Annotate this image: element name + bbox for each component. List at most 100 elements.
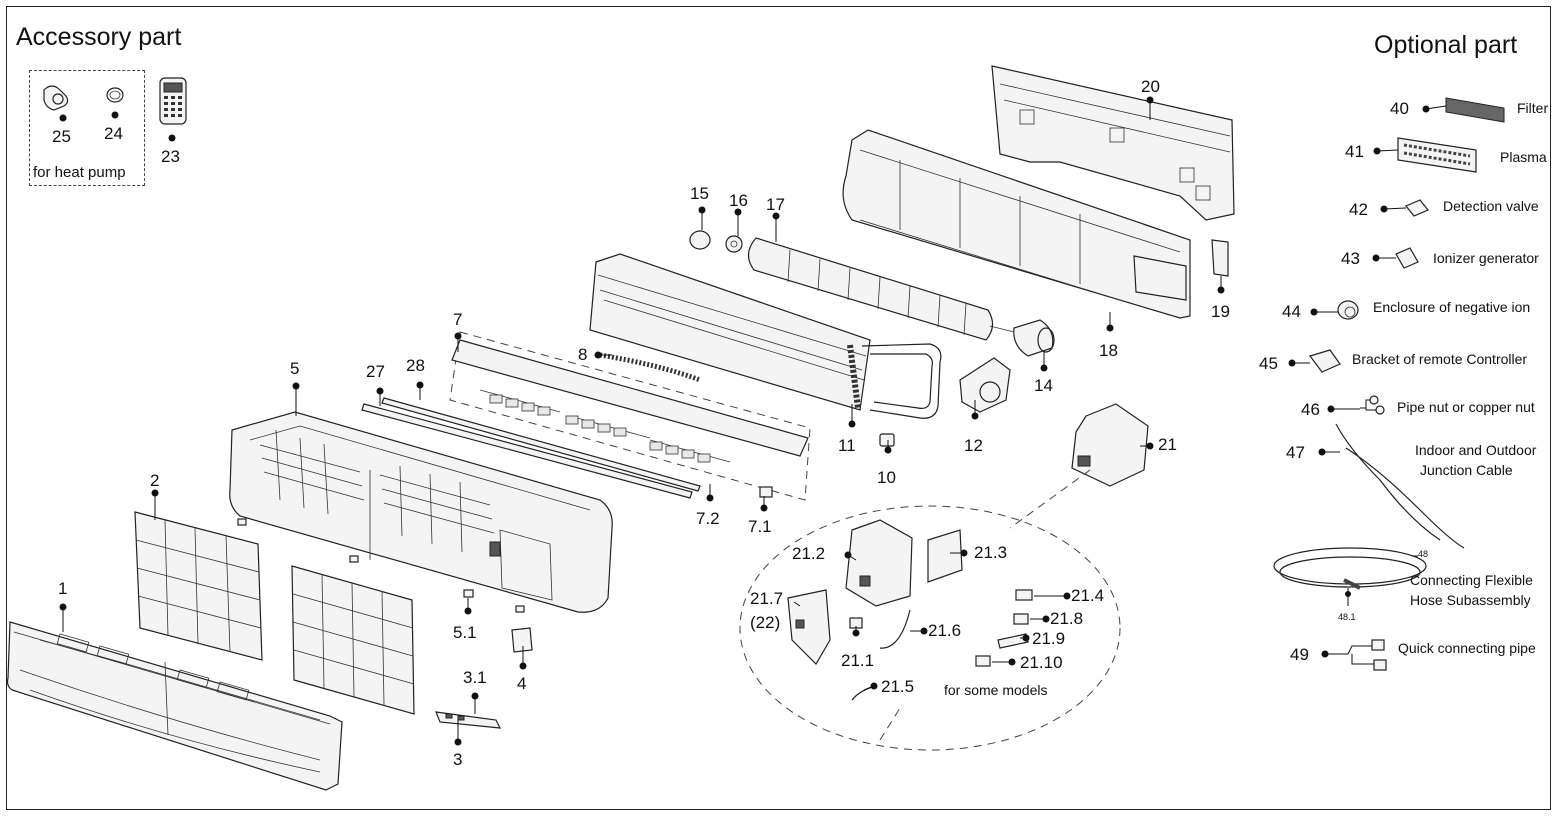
diagram-frame	[6, 6, 1551, 810]
label-part-21-1: 21.1	[841, 651, 875, 670]
label-part-21-2: 21.2	[792, 544, 826, 563]
part-12-motor-bracket	[959, 357, 1011, 413]
label-part-1: 1	[58, 579, 68, 598]
label-part-21-7: 21.7	[750, 589, 784, 608]
part-21-7-pcb	[787, 589, 831, 665]
part-18-chassis	[842, 129, 1191, 319]
for-heat-pump-note: for heat pump	[33, 164, 126, 181]
label-part-23: 23	[161, 147, 180, 166]
part-47-cable-icon	[1335, 423, 1465, 549]
label-part-19: 19	[1211, 302, 1230, 321]
for-some-models-note: for some models	[944, 682, 1048, 698]
label-part-12: 12	[964, 436, 983, 455]
label-enclosure-negative-ion: Enclosure of negative ion	[1373, 299, 1531, 315]
label-part-25: 25	[52, 127, 71, 146]
part-14-fan-motor	[1013, 319, 1055, 357]
label-part-20: 20	[1141, 77, 1160, 96]
label-part-49: 49	[1290, 645, 1309, 664]
electric-box-detail-group	[739, 469, 1121, 751]
label-part-48: 48	[1418, 549, 1429, 559]
accessory-part-heading: Accessory part	[16, 23, 182, 51]
part-21-2-box	[845, 519, 913, 607]
label-part-41: 41	[1345, 142, 1364, 161]
label-filter: Filter	[1517, 100, 1549, 116]
part-46-pipe-nut-icon	[1360, 395, 1385, 415]
label-part-7-2: 7.2	[696, 509, 720, 528]
label-part-18: 18	[1099, 341, 1118, 360]
part-23-remote-controller	[159, 77, 187, 125]
callout-leaders	[59, 96, 1447, 746]
part-7-louver-assembly	[449, 331, 811, 501]
part-44-ion-enclosure-icon	[1337, 300, 1359, 320]
label-hose-line2: Hose Subassembly	[1410, 592, 1531, 608]
label-hose-line1: Connecting Flexible	[1410, 572, 1533, 588]
part-28-strip	[381, 397, 701, 492]
label-part-40: 40	[1390, 99, 1409, 118]
label-part-2: 2	[150, 471, 160, 490]
label-quick-connecting-pipe: Quick connecting pipe	[1398, 640, 1536, 656]
part-5-1-clip	[237, 518, 525, 613]
label-ionizer-generator: Ionizer generator	[1433, 250, 1539, 266]
label-part-5-1: 5.1	[453, 623, 477, 642]
part-15-bearing-holder	[689, 230, 711, 250]
label-part-21: 21	[1158, 435, 1177, 454]
part-16-bearing	[725, 235, 743, 253]
label-bracket-remote-controller: Bracket of remote Controller	[1352, 351, 1528, 367]
optional-part-heading: Optional part	[1374, 31, 1518, 59]
part-45-bracket-icon	[1309, 349, 1341, 373]
label-part-47: 47	[1286, 443, 1305, 462]
part-17-cross-flow-fan	[747, 237, 1015, 341]
optional-part-drawings	[1273, 97, 1505, 671]
part-21-electric-box	[1071, 403, 1149, 487]
accessory-box	[29, 70, 145, 186]
part-21-8-relay	[1013, 613, 1029, 625]
label-part-28: 28	[406, 356, 425, 375]
label-part-24: 24	[104, 124, 123, 143]
part-5-front-case	[229, 411, 613, 613]
part-49-quick-pipe-icon	[1371, 639, 1387, 671]
part-27-strip	[361, 403, 693, 499]
part-21-10-connector	[975, 655, 991, 667]
label-part-48-1: 48.1	[1338, 612, 1356, 622]
label-part-21-3: 21.3	[974, 543, 1008, 562]
part-11-evaporator	[589, 253, 942, 419]
label-part-17: 17	[766, 195, 785, 214]
label-part-42: 42	[1349, 200, 1368, 219]
label-part-3: 3	[453, 750, 463, 769]
label-part-27: 27	[366, 362, 385, 381]
label-junction-cable-line1: Indoor and Outdoor	[1415, 442, 1537, 458]
label-part-10: 10	[877, 468, 896, 487]
label-pipe-nut: Pipe nut or copper nut	[1397, 399, 1535, 415]
part-1-front-panel	[6, 621, 343, 791]
label-part-14: 14	[1034, 376, 1053, 395]
label-plasma: Plasma	[1500, 149, 1547, 165]
part-19-electric-box-clip	[1211, 239, 1229, 277]
label-part-5: 5	[290, 359, 300, 378]
label-part-21-5: 21.5	[881, 677, 915, 696]
label-part-11: 11	[838, 436, 856, 455]
part-21-3-cover	[927, 529, 963, 583]
part-20-mounting-plate	[991, 65, 1235, 221]
label-part-4: 4	[517, 674, 527, 693]
label-part-43: 43	[1341, 249, 1360, 268]
label-detection-valve: Detection valve	[1443, 198, 1539, 214]
label-part-15: 15	[690, 184, 709, 203]
part-8-drain-hose	[599, 352, 701, 383]
label-part-21-8: 21.8	[1050, 609, 1084, 628]
label-part-45: 45	[1259, 354, 1278, 373]
part-3-display-board	[435, 711, 502, 729]
part-4-cover	[511, 627, 533, 653]
label-part-8: 8	[578, 345, 588, 364]
label-part-46: 46	[1301, 400, 1320, 419]
part-42-detection-valve-icon	[1405, 199, 1429, 217]
label-part-22: (22)	[750, 613, 781, 632]
part-10-step-motor	[879, 433, 895, 447]
label-part-7: 7	[453, 310, 463, 329]
label-part-7-1: 7.1	[748, 517, 772, 536]
label-part-44: 44	[1282, 302, 1301, 321]
label-part-16: 16	[729, 191, 748, 210]
part-25-drain-joint	[43, 85, 69, 111]
part-2-filter-left	[134, 511, 263, 661]
part-43-ionizer-icon	[1395, 247, 1419, 269]
part-41-plasma-icon	[1397, 137, 1477, 173]
